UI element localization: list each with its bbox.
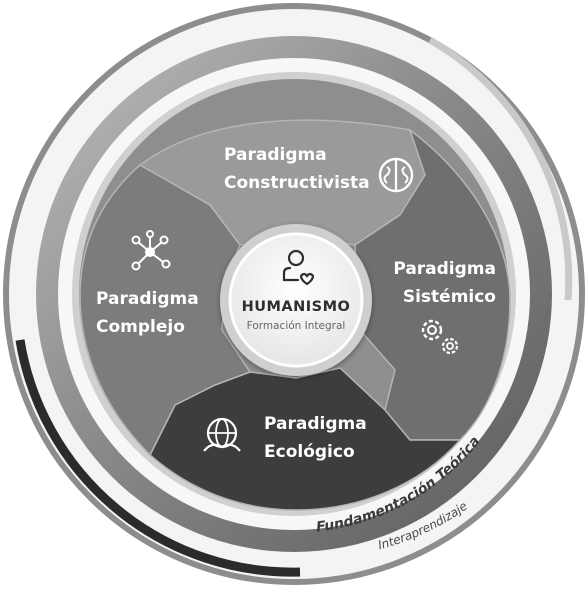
network-icon [131,230,171,271]
segment-label-line2-complejo: Complejo [96,317,185,337]
segment-label-line1-sistemico: Paradigma [393,259,496,279]
gears-icon [421,319,459,355]
center-subtitle: Formación Integral [247,320,346,332]
segment-label-line1-constructivista: Paradigma [224,145,327,165]
segment-label-line2-ecologico: Ecológico [264,442,355,462]
segment-label-line1-ecologico: Paradigma [264,414,367,434]
outer-ring-light-arc [428,36,573,301]
segment-label-line1-complejo: Paradigma [96,289,199,309]
center-circle [228,232,364,368]
outer-ring-dark-arc [15,339,301,577]
segment-shape-complejo [79,164,252,457]
segment-label-line2-sistemico: Sistémico [403,287,496,307]
globe-leaf-icon [203,417,241,452]
segment-label-line2-constructivista: Constructivista [224,173,370,193]
person-heart-icon [282,249,315,286]
brain-icon [378,157,414,193]
center-title: HUMANISMO [242,299,351,315]
